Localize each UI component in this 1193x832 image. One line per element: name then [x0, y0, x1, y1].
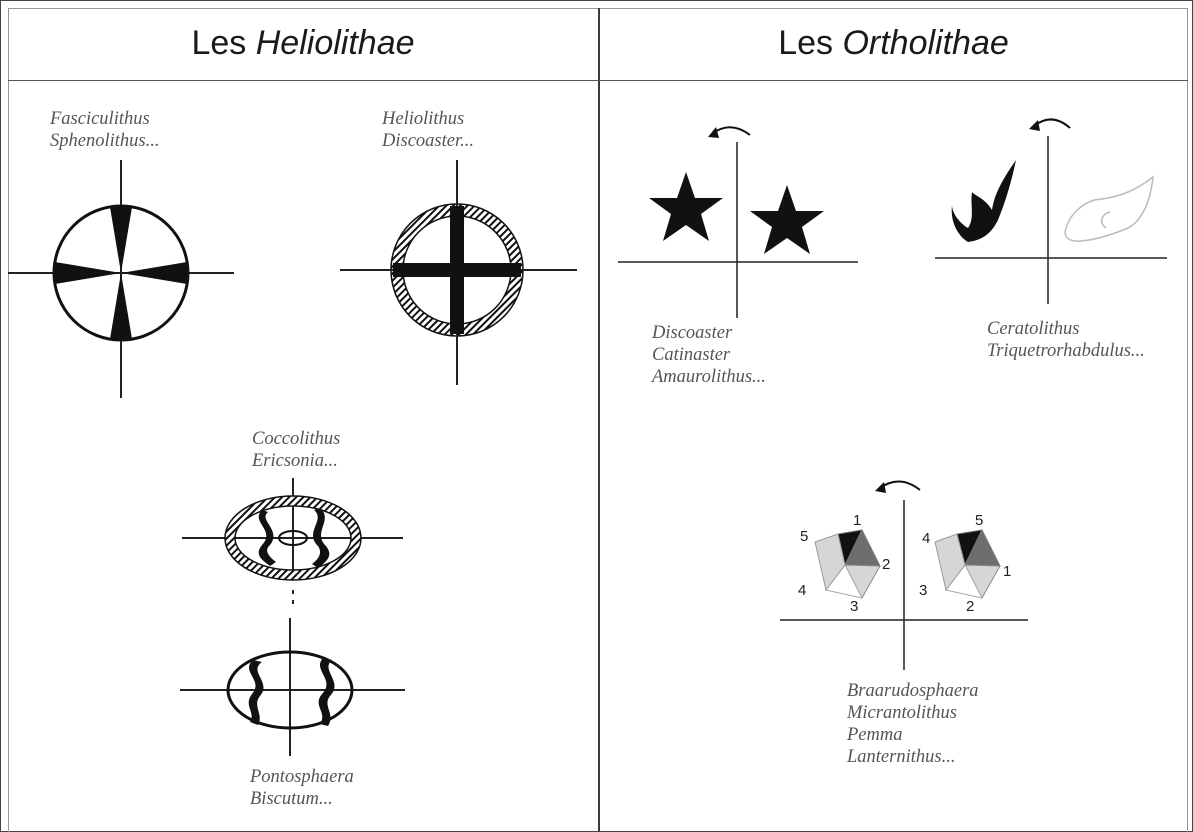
ceratolithus-symbol	[935, 118, 1167, 304]
coccolithus-label: Coccolithus Ericsonia...	[252, 428, 340, 472]
heliolithus-symbol	[340, 160, 577, 385]
braarudosphaera-symbol	[780, 480, 1028, 670]
ortholithae-prefix: Les	[778, 23, 843, 62]
pentagon-left-number: 4	[798, 582, 807, 599]
frame-right-border	[1187, 8, 1188, 832]
ortholithae-header: Les Ortholithae	[600, 18, 1187, 68]
pentagon-right-number: 4	[922, 530, 931, 547]
pentagon-left-number: 2	[882, 556, 891, 573]
taxon-name: Amaurolithus...	[652, 367, 766, 387]
taxon-name: Discoaster...	[382, 131, 474, 151]
rotation-arrow-icon	[875, 482, 886, 493]
braarudosphaera-label: Braarudosphaera Micrantolithus Pemma Lan…	[847, 680, 979, 768]
taxon-name: Biscutum...	[250, 789, 333, 809]
heliolithae-header: Les Heliolithae	[8, 18, 598, 68]
pentagon-right-number: 2	[966, 598, 975, 615]
taxon-name: Heliolithus	[382, 109, 465, 129]
pontosphaera-symbol	[180, 618, 405, 756]
taxon-name: Lanternithus...	[847, 747, 956, 767]
panel-divider	[598, 8, 600, 832]
taxon-name: Triquetrorhabdulus...	[987, 341, 1145, 361]
discoaster-symbol	[618, 126, 858, 318]
flame-outline-icon	[1064, 175, 1154, 242]
taxon-name: Coccolithus	[252, 429, 341, 449]
taxon-name: Ericsonia...	[252, 451, 338, 471]
taxon-name: Braarudosphaera	[847, 681, 979, 701]
pontosphaera-label: Pontosphaera Biscutum...	[250, 766, 354, 810]
pentagon-right-number: 3	[919, 582, 928, 599]
taxon-name: Discoaster	[652, 323, 733, 343]
pentagon-right	[934, 528, 1001, 600]
ceratolithus-label: Ceratolithus Triquetrorhabdulus...	[987, 318, 1145, 362]
taxon-name: Sphenolithus...	[50, 131, 160, 151]
header-divider	[8, 80, 1188, 81]
pentagon-right-number: 1	[1003, 563, 1012, 580]
taxon-name: Micrantolithus	[847, 703, 957, 723]
taxon-name: Pontosphaera	[250, 767, 354, 787]
fasciculithus-label: Fasciculithus Sphenolithus...	[50, 108, 159, 152]
heliolithae-title: Heliolithae	[255, 23, 415, 62]
taxon-name: Fasciculithus	[50, 109, 150, 129]
heliolithae-prefix: Les	[191, 23, 256, 62]
star-icon	[649, 172, 723, 241]
pentagon-left-number: 5	[800, 528, 809, 545]
pentagon-right-number: 5	[975, 512, 984, 529]
pentagon-left	[814, 528, 881, 600]
frame-left-border	[8, 8, 9, 832]
pentagon-left-number: 3	[850, 598, 859, 615]
taxon-name: Catinaster	[652, 345, 731, 365]
flame-icon	[951, 160, 1016, 242]
star-icon	[750, 185, 824, 254]
rotation-arrow-icon	[1029, 120, 1040, 131]
coccolithus-symbol	[182, 478, 403, 610]
taxon-name: Ceratolithus	[987, 319, 1080, 339]
pentagon-left-number: 1	[853, 512, 862, 529]
fasciculithus-symbol	[8, 160, 234, 398]
taxon-name: Pemma	[847, 725, 903, 745]
rotation-arrow-icon	[708, 127, 719, 138]
heliolithus-label: Heliolithus Discoaster...	[382, 108, 474, 152]
ortholithae-title: Ortholithae	[842, 23, 1009, 62]
discoaster-label: Discoaster Catinaster Amaurolithus...	[652, 322, 766, 388]
